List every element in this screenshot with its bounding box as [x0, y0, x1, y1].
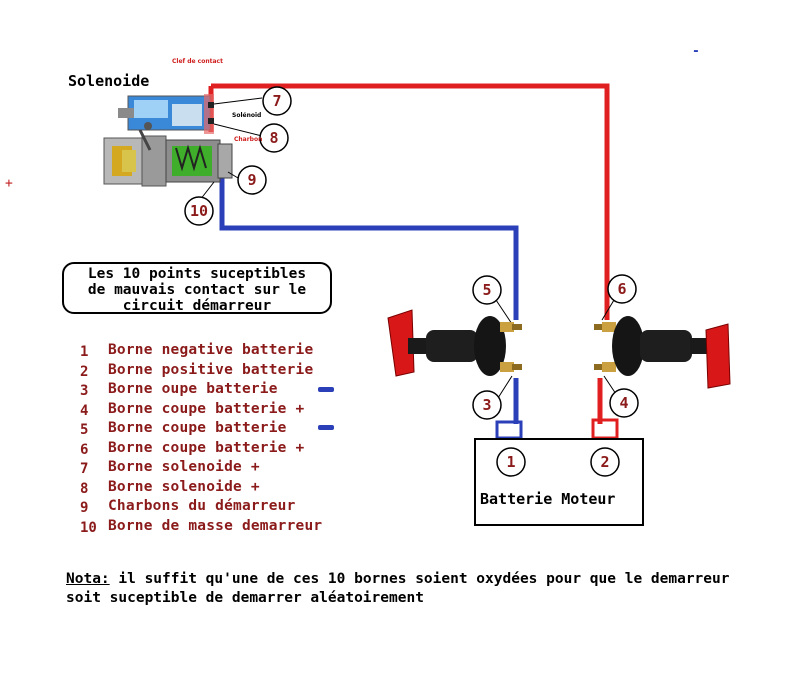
- right-battery-switch: [594, 316, 731, 389]
- callout-circle-4: 4: [609, 388, 639, 418]
- legend-blue-dash-3: [318, 387, 334, 392]
- legend-number: 4: [80, 403, 89, 419]
- legend-number: 2: [80, 364, 89, 380]
- negative-wire: [219, 172, 519, 320]
- nota-text: il suffit qu'une de ces 10 bornes soient…: [66, 571, 730, 606]
- legend-label: Borne solenoide +: [108, 479, 260, 495]
- svg-text:7: 7: [272, 92, 281, 110]
- legend-number: 6: [80, 442, 89, 458]
- legend-label: Borne de masse demarreur: [108, 518, 323, 534]
- legend-blue-dash-5: [318, 425, 334, 430]
- callout-line: de mauvais contact sur le: [87, 282, 307, 298]
- legend-label: Borne coupe batterie: [108, 420, 287, 436]
- legend-label: Borne coupe batterie +: [108, 440, 305, 456]
- legend-label: Borne solenoide +: [108, 459, 260, 475]
- solenoid-small-label: Solénoïd: [232, 112, 262, 119]
- svg-text:10: 10: [190, 202, 208, 220]
- battery-box: [474, 438, 644, 526]
- legend-number: 1: [80, 344, 89, 360]
- nota-paragraph: Nota: il suffit qu'une de ces 10 bornes …: [66, 570, 766, 608]
- legend-number: 7: [80, 461, 89, 477]
- svg-text:8: 8: [269, 129, 278, 147]
- legend-number: 9: [80, 500, 89, 516]
- svg-text:1: 1: [506, 453, 515, 471]
- legend-number: 3: [80, 383, 89, 399]
- battery-negative-terminal: [495, 420, 523, 440]
- callout-line: circuit démarreur: [122, 298, 272, 314]
- svg-text:3: 3: [482, 396, 491, 414]
- svg-text:6: 6: [617, 280, 626, 298]
- callout-circle-5: 5: [472, 275, 502, 305]
- battery-label: Batterie Moteur: [480, 490, 616, 508]
- callout-circle-9: 9: [237, 165, 267, 195]
- stray-plus-mark: +: [5, 176, 13, 191]
- battery-positive-terminal: [591, 418, 619, 440]
- svg-text:4: 4: [619, 394, 628, 412]
- stray-dash-mark: -: [692, 44, 700, 59]
- callout-circle-2: 2: [590, 447, 620, 477]
- callout-circle-10: 10: [184, 196, 214, 226]
- callout-circle-6: 6: [607, 274, 637, 304]
- callout-circle-3: 3: [472, 390, 502, 420]
- positive-wire: [211, 83, 610, 320]
- svg-text:9: 9: [247, 171, 256, 189]
- ignition-key-label: Clef de contact: [172, 58, 223, 65]
- legend-label: Borne negative batterie: [108, 342, 314, 358]
- legend-label: Borne positive batterie: [108, 362, 314, 378]
- nota-title: Nota:: [66, 571, 110, 587]
- starter-motor-illustration: [103, 94, 233, 187]
- callout-circle-1: 1: [496, 447, 526, 477]
- left-battery-switch: [387, 309, 522, 377]
- callout-circle-7: 7: [262, 86, 292, 116]
- legend-number: 5: [80, 422, 89, 438]
- callout-circle-8: 8: [259, 123, 289, 153]
- solenoid-title: Solenoide: [68, 72, 150, 90]
- callout-line: Les 10 points suceptibles: [87, 266, 307, 282]
- legend-number: 8: [80, 481, 89, 497]
- callout-box: Les 10 points suceptibles de mauvais con…: [62, 262, 332, 314]
- legend-label: Borne coupe batterie +: [108, 401, 305, 417]
- legend-label: Borne oupe batterie: [108, 381, 278, 397]
- svg-text:2: 2: [600, 453, 609, 471]
- legend-number: 10: [80, 520, 97, 536]
- svg-text:5: 5: [482, 281, 491, 299]
- legend-label: Charbons du démarreur: [108, 498, 296, 514]
- brushes-small-label: Charbon: [234, 136, 263, 143]
